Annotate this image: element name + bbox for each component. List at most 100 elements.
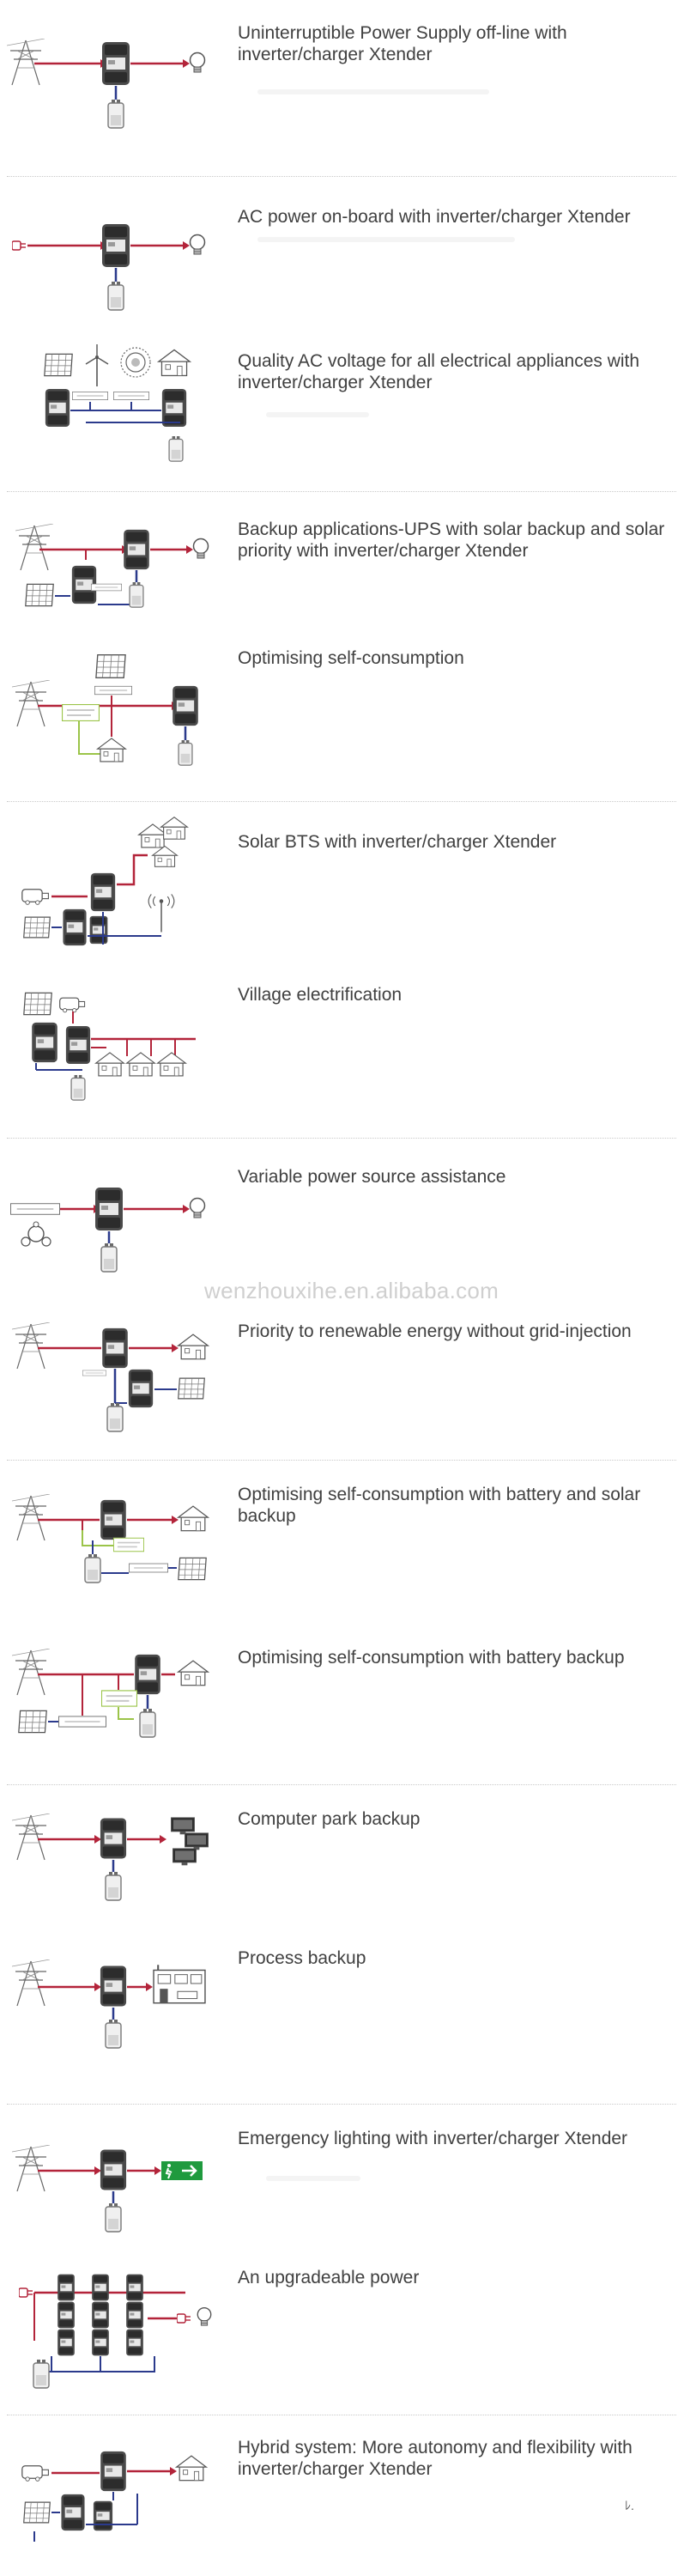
house-icon	[152, 845, 178, 867]
inverter-charger-icon	[161, 388, 187, 428]
inverter-charger-icon	[102, 224, 130, 267]
solar-inverter-icon	[128, 1369, 154, 1408]
solar-panel-icon	[44, 353, 73, 377]
power-pylon-icon	[12, 1494, 50, 1541]
energy-meter-icon	[101, 1690, 137, 1707]
battery-icon	[33, 2360, 50, 2389]
diagram-solar-bts	[21, 817, 188, 946]
lightbulb-icon	[192, 538, 209, 559]
power-pylon-icon	[12, 1814, 50, 1861]
inverter-charger-icon	[45, 388, 70, 428]
lightbulb-icon	[189, 52, 206, 73]
diagram-village	[23, 992, 196, 1101]
inverter-charger-icon	[95, 1188, 123, 1230]
generator-icon	[59, 997, 86, 1013]
energy-meter-icon	[113, 1537, 144, 1552]
power-source-label-icon	[10, 1202, 60, 1216]
inverter-charger-icon	[100, 1818, 127, 1859]
application-ups-offline: Uninterruptible Power Supply off-line wi…	[0, 0, 684, 177]
application-process-backup: Process backup	[0, 1941, 684, 2105]
house-icon	[176, 2455, 207, 2482]
inverter-charger-icon	[135, 1654, 160, 1695]
power-pylon-icon	[12, 1649, 50, 1696]
power-pylon-icon	[15, 524, 53, 571]
application-title: Village electrification	[238, 985, 403, 1005]
inverter-charger-icon	[126, 2301, 143, 2329]
application-solar-bts: Solar BTS with inverter/charger Xtender	[0, 807, 684, 962]
solar-panel-icon	[25, 583, 54, 607]
diagram-upgradeable	[19, 2274, 212, 2389]
controller-icon	[82, 1370, 106, 1376]
inverter-charger-icon	[92, 2301, 109, 2329]
wind-turbine-icon	[85, 343, 109, 386]
diagram-ac-onboard	[12, 224, 206, 311]
diagram-process-backup	[12, 1959, 206, 2049]
application-self-consumption-battery-solar: Optimising self-consumption with battery…	[0, 1460, 684, 1623]
generator-icon	[21, 889, 50, 905]
application-title: Process backup	[238, 1948, 366, 1968]
diagram-computer-park	[12, 1814, 209, 1901]
diagram-self-consumption-battery	[12, 1649, 209, 1738]
inverter-charger-icon	[92, 2274, 109, 2301]
controller-icon	[91, 583, 122, 592]
inverter-charger-icon	[92, 2329, 109, 2356]
inverter-charger-icon	[58, 2301, 75, 2329]
power-pylon-icon	[12, 680, 50, 727]
battery-icon	[70, 1075, 86, 1101]
diagram-self-consumption	[12, 654, 198, 766]
generator-icon	[21, 2465, 50, 2482]
battery-icon	[106, 1403, 124, 1432]
application-title: Quality AC voltage for all electrical ap…	[238, 351, 640, 392]
battery-icon	[105, 2020, 122, 2049]
inverter-charger-icon	[90, 872, 116, 912]
controller-icon	[94, 685, 132, 696]
application-title: Variable power source assistance	[238, 1167, 506, 1187]
inverter-charger-icon	[100, 1965, 127, 2007]
application-title: Priority to renewable energy without gri…	[238, 1321, 632, 1341]
ac-input-plug-icon	[19, 2287, 33, 2298]
battery-icon	[168, 436, 184, 462]
inverter-charger-icon	[100, 2149, 127, 2190]
inverter-charger-icon	[126, 2329, 143, 2356]
inverter-charger-icon	[58, 2274, 75, 2301]
application-computer-park: Computer park backup	[0, 1786, 684, 1941]
solar-panel-icon	[178, 1377, 205, 1400]
application-backup-ups-solar: Backup applications-UPS with solar backu…	[0, 498, 684, 627]
computer-monitor-icon	[171, 1817, 195, 1835]
battery-icon	[84, 1554, 101, 1583]
application-title: Uninterruptible Power Supply off-line wi…	[238, 23, 567, 64]
house-icon	[95, 1052, 124, 1077]
application-title: Emergency lighting with inverter/charger…	[238, 2129, 628, 2148]
corner-mark: ﾚ.	[625, 2499, 634, 2512]
inverter-charger-icon	[100, 2451, 126, 2492]
battery-icon	[107, 282, 124, 311]
emergency-exit-sign-icon	[161, 2161, 203, 2180]
solar-panel-icon	[95, 654, 126, 678]
solar-panel-icon	[23, 2501, 51, 2524]
power-pylon-icon	[12, 1322, 50, 1370]
house-icon	[178, 1505, 209, 1532]
diagram-hybrid	[21, 2451, 207, 2542]
application-ac-onboard: AC power on-board with inverter/charger …	[0, 180, 684, 335]
computer-monitor-icon	[185, 1832, 209, 1850]
inverter-charger-icon	[124, 529, 149, 570]
generator-set-icon	[21, 1221, 51, 1247]
power-pylon-icon	[12, 2145, 50, 2192]
solar-inverter-label-icon	[58, 1716, 106, 1728]
inverter-charger-icon	[102, 42, 130, 85]
inverter-charger-icon	[58, 2329, 75, 2356]
shore-plug-icon	[12, 240, 27, 251]
solar-panel-icon	[178, 1557, 207, 1581]
telecom-antenna-icon	[148, 893, 175, 933]
house-icon	[97, 738, 126, 762]
inverter-charger-icon	[100, 1499, 126, 1540]
diagram-emergency-lighting	[12, 2145, 203, 2233]
power-pylon-icon	[12, 1959, 50, 2007]
solar-inverter-icon	[61, 2494, 85, 2531]
application-title: Hybrid system: More autonomy and flexibi…	[238, 2438, 633, 2479]
diagram-ups-offline	[7, 39, 206, 129]
solar-inverter-icon	[32, 1022, 58, 1063]
application-title: Backup applications-UPS with solar backu…	[238, 519, 665, 561]
solar-panel-icon	[23, 916, 51, 939]
ac-output-plug-icon	[177, 2313, 191, 2324]
